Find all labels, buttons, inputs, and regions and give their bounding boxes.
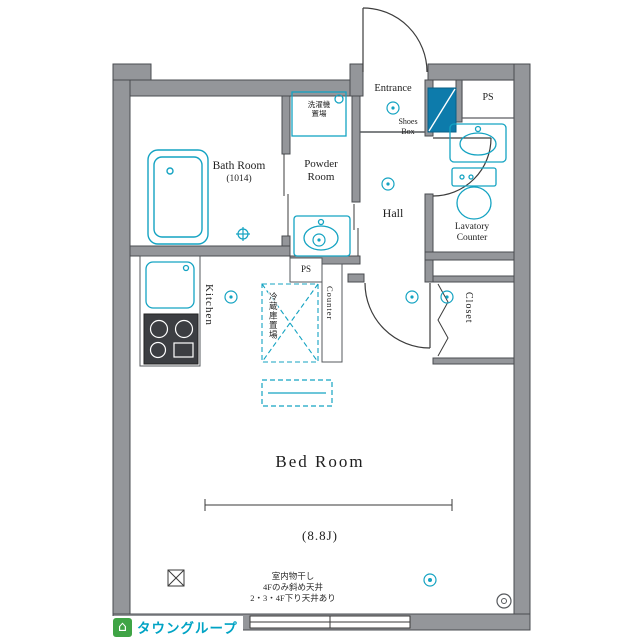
bathroom-label: Bath Room (1014) — [200, 160, 278, 185]
powder-room-label-line2: Room — [307, 171, 335, 184]
plan-notes: 室内物干し 4Fのみ斜め天井 2・3・4F下り天井あり — [203, 571, 383, 604]
plan-note-line3: 2・3・4F下り天井あり — [250, 593, 336, 604]
entrance-label: Entrance — [374, 83, 412, 94]
bedroom-label: Bed Room — [275, 452, 365, 471]
bathtub — [147, 149, 209, 245]
floor-hatch — [167, 569, 185, 587]
lavatory-door — [432, 137, 492, 197]
refrigerator-label: 冷蔵庫置場 — [268, 292, 279, 340]
ps-top-label: PS — [482, 92, 494, 103]
ps-mid-label: PS — [300, 264, 311, 274]
hall-label: Hall — [382, 206, 404, 220]
counter-box — [321, 263, 343, 363]
outlet-icon — [423, 573, 437, 587]
powder-basin — [293, 215, 351, 257]
shoes-box-label-line2: Box — [401, 126, 415, 136]
lavatory-counter-label-line1: Lavatory — [454, 222, 490, 232]
laundry-label-line1: 洗濯機 — [307, 100, 331, 109]
dropped-ceiling-line — [204, 499, 453, 511]
kitchen-label: Kitchen — [203, 284, 216, 326]
lavatory-counter-label-line2: Counter — [456, 233, 488, 244]
bath-faucet-icon — [236, 227, 250, 241]
ps-mid-box — [289, 257, 323, 283]
closet-folding-door — [437, 283, 449, 357]
bathroom-label-name: Bath Room — [212, 160, 266, 172]
bedroom-size-label: (8.8J) — [302, 528, 338, 543]
meter-icon — [496, 593, 512, 609]
laundry-label: 洗濯機 置場 — [294, 100, 344, 118]
closet-label: Closet — [463, 292, 474, 324]
indoor-drying-unit — [261, 379, 333, 407]
laundry-label-line2: 置場 — [311, 109, 327, 118]
ceiling-light-icons — [224, 101, 454, 304]
window-bottom — [249, 615, 411, 629]
company-name: タウングループ — [137, 621, 238, 636]
bedroom-door — [364, 282, 431, 349]
shoes-box-label-line1: Shoes — [398, 117, 418, 126]
washing-machine-pan — [291, 91, 347, 137]
bath-sliding-door — [283, 154, 289, 236]
lavatory-basin — [449, 123, 507, 163]
stove — [143, 313, 199, 365]
plan-note-line2: 4Fのみ斜め天井 — [263, 582, 323, 593]
powder-room-label: Powder Room — [292, 158, 350, 184]
lavatory-counter-label: Lavatory Counter — [432, 222, 512, 245]
entrance-door — [362, 7, 428, 73]
ps-top-box — [461, 79, 515, 119]
toilet — [451, 167, 497, 220]
bathroom-label-size: (1014) — [226, 173, 252, 184]
powder-sliding-door — [353, 204, 359, 256]
powder-room-label-line1: Powder — [304, 158, 338, 170]
shoes-box-label: Shoes Box — [388, 117, 428, 136]
shoes-box — [427, 87, 457, 133]
building-icon: ⌂ — [113, 617, 132, 637]
plan-note-line1: 室内物干し — [271, 571, 315, 581]
counter-label: Counter — [325, 286, 336, 321]
company-logo: ⌂ タウングループ — [112, 616, 243, 638]
kitchen-sink — [145, 261, 195, 309]
